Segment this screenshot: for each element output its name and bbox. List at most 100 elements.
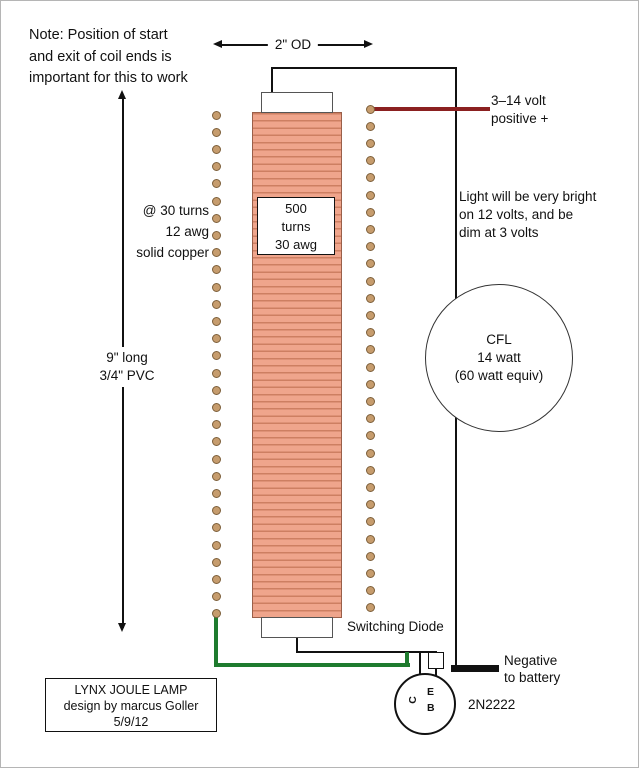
bottom-horizontal-wire xyxy=(296,651,437,653)
coil-turn-dot xyxy=(212,265,221,275)
coil-bottom-lead-wire xyxy=(296,637,298,653)
positive-wire xyxy=(373,107,490,111)
coil-turn-dot xyxy=(212,488,221,498)
title-block-line: design by marcus Goller xyxy=(63,699,199,713)
negative-battery-wire xyxy=(451,665,499,672)
coil-center-label: 500 turns 30 awg xyxy=(257,197,335,255)
coil-turn-dot xyxy=(212,127,221,137)
arrow-up-icon xyxy=(118,90,126,99)
coil-turn-dot xyxy=(366,551,375,561)
coil-turn-dot xyxy=(212,334,221,344)
coil-turn-dot xyxy=(212,316,221,326)
coil-turns-left xyxy=(212,1,222,767)
coil-turn-dot xyxy=(366,310,375,320)
coil-turn-dot xyxy=(366,448,375,458)
coil-turn-dot xyxy=(366,568,375,578)
winding-annotation-line: solid copper xyxy=(136,245,209,260)
transistor-2n2222: E B C xyxy=(394,673,456,735)
coil-turns-right xyxy=(366,1,376,767)
coil-turn-dot xyxy=(212,523,221,533)
coil-turn-dot xyxy=(366,396,375,406)
coil-turn-dot xyxy=(366,138,375,148)
base-lead-wire xyxy=(419,652,421,676)
feedback-wire-tick xyxy=(405,652,409,665)
coil-turn-dot xyxy=(366,121,375,131)
positive-voltage-label: 3–14 volt positive + xyxy=(491,92,548,128)
coil-top-lead-wire xyxy=(271,67,273,94)
coil-turn-dot xyxy=(366,328,375,338)
coil-turn-dot xyxy=(212,110,221,120)
brightness-note-line: dim at 3 volts xyxy=(459,225,539,240)
arrow-down-icon xyxy=(118,623,126,632)
coil-turn-dot xyxy=(366,259,375,269)
coil-turn-dot xyxy=(366,104,375,114)
coil-turn-dot xyxy=(212,592,221,602)
brightness-note: Light will be very bright on 12 volts, a… xyxy=(459,188,596,242)
winding-annotation: @ 30 turns 12 awg solid copper xyxy=(99,200,209,263)
coil-winding-body xyxy=(252,112,342,618)
positive-voltage-line: 3–14 volt xyxy=(491,93,546,108)
winding-annotation-line: @ 30 turns xyxy=(142,203,209,218)
cfl-lamp-label-line: CFL xyxy=(486,332,512,347)
coil-turn-dot xyxy=(212,574,221,584)
title-block: LYNX JOULE LAMP design by marcus Goller … xyxy=(45,678,217,732)
coil-turn-dot xyxy=(366,224,375,234)
coil-turn-dot xyxy=(212,471,221,481)
coil-turn-dot xyxy=(212,213,221,223)
coil-turn-dot xyxy=(366,156,375,166)
coil-turn-dot xyxy=(212,506,221,516)
coil-turn-dot xyxy=(212,609,221,619)
transistor-pin-e: E xyxy=(427,686,435,698)
top-horizontal-wire xyxy=(271,67,457,69)
note-line: and exit of coil ends is xyxy=(29,48,172,65)
coil-turn-dot xyxy=(212,196,221,206)
note-text: Note: Position of start and exit of coil… xyxy=(29,25,188,90)
coil-turn-dot xyxy=(366,517,375,527)
coil-turn-dot xyxy=(212,385,221,395)
coil-turn-dot xyxy=(366,534,375,544)
coil-turn-dot xyxy=(366,500,375,510)
brightness-note-line: Light will be very bright xyxy=(459,189,597,204)
switching-diode-symbol xyxy=(428,652,444,669)
coil-turn-dot xyxy=(366,414,375,424)
coil-turn-dot xyxy=(366,431,375,441)
coil-center-label-line: turns xyxy=(281,219,311,234)
positive-voltage-line: positive + xyxy=(491,111,549,126)
coil-turn-dot xyxy=(366,379,375,389)
coil-turn-dot xyxy=(366,465,375,475)
pvc-pipe-bottom xyxy=(261,617,333,638)
coil-turn-dot xyxy=(212,144,221,154)
brightness-note-line: on 12 volts, and be xyxy=(459,207,574,222)
feedback-wire-vertical xyxy=(214,617,218,667)
coil-turn-dot xyxy=(212,557,221,567)
coil-turn-dot xyxy=(212,248,221,258)
title-block-line: 5/9/12 xyxy=(113,715,149,729)
coil-turn-dot xyxy=(212,351,221,361)
coil-turn-dot xyxy=(366,345,375,355)
coil-turn-dot xyxy=(212,179,221,189)
transistor-pin-c: C xyxy=(406,696,419,704)
transistor-part-label: 2N2222 xyxy=(468,697,516,712)
title-block-line: LYNX JOULE LAMP xyxy=(74,683,188,697)
od-label: 2" OD xyxy=(267,34,319,56)
length-label: 9" long 3/4" PVC xyxy=(92,347,162,387)
coil-turn-dot xyxy=(366,207,375,217)
coil-turn-dot xyxy=(212,299,221,309)
coil-turn-dot xyxy=(366,603,375,613)
length-label-line: 3/4" PVC xyxy=(99,368,155,383)
coil-turn-dot xyxy=(212,402,221,412)
coil-turn-dot xyxy=(212,162,221,172)
arrow-right-icon xyxy=(364,40,373,48)
pvc-pipe-top xyxy=(261,92,333,113)
coil-turn-dot xyxy=(212,540,221,550)
coil-turn-dot xyxy=(366,362,375,372)
winding-annotation-line: 12 awg xyxy=(165,224,209,239)
coil-center-label-line: 30 awg xyxy=(275,237,317,252)
negative-battery-line: to battery xyxy=(504,670,561,685)
note-line: Note: Position of start xyxy=(29,27,168,43)
feedback-wire-horizontal xyxy=(214,663,410,667)
coil-turn-dot xyxy=(212,454,221,464)
coil-turn-dot xyxy=(366,586,375,596)
coil-turn-dot xyxy=(366,242,375,252)
